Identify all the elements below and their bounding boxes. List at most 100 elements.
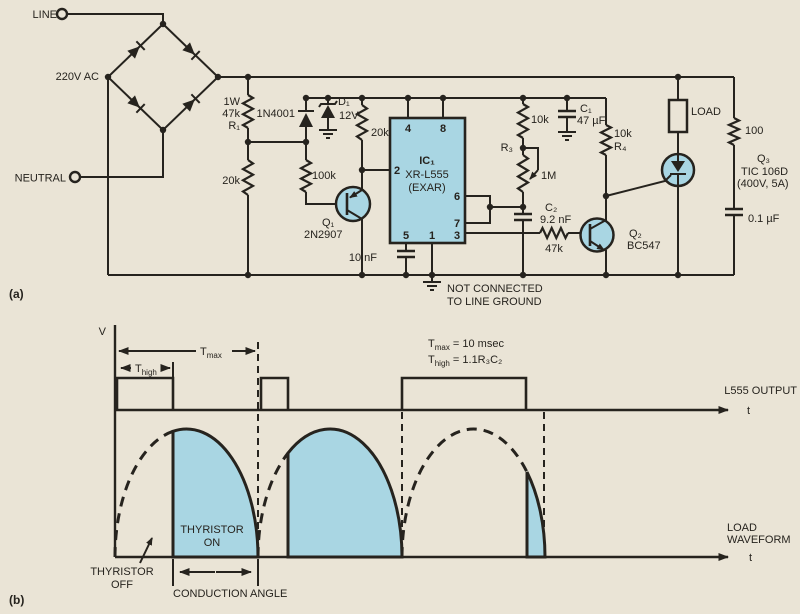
emitter-arrow: [589, 240, 605, 251]
terminal-circle: [68, 170, 82, 184]
resistor-r4: [598, 98, 614, 196]
hump1-dashed: [113, 429, 174, 558]
q1-part-label: 2N2907: [304, 229, 343, 241]
pin5-label: 5: [403, 230, 409, 242]
ic-name-label: IC₁: [419, 155, 435, 167]
pin8-label: 8: [440, 123, 446, 135]
load-waveform-label-line2: WAVEFORM: [727, 534, 791, 546]
transistor-q2: [579, 196, 615, 275]
thyristor-off-label-line1: THYRISTOR: [90, 566, 153, 578]
load-resistor: [667, 77, 689, 154]
neutral-label: NEUTRAL: [15, 173, 66, 185]
ic-maker-label: (EXAR): [408, 182, 445, 194]
tmax-dimension: Tmax: [118, 346, 256, 360]
hump3-conducting-fill: [525, 471, 547, 559]
ground-note-line1: NOT CONNECTED: [447, 283, 543, 295]
bridge-diode-icon: [127, 40, 146, 59]
bridge-diode-icon: [127, 95, 146, 114]
conduction-angle-label: CONDUCTION ANGLE: [173, 588, 287, 600]
pin4-label: 4: [405, 123, 412, 135]
r2-value-label: 20k: [222, 175, 240, 187]
pin1-label: 1: [429, 230, 435, 242]
transistor-q1: [334, 170, 372, 275]
thigh-dimension: Thigh: [120, 363, 171, 377]
ic-body: [388, 116, 467, 245]
thigh-arrow-label: Thigh: [135, 363, 157, 377]
q2-part-label: BC547: [627, 240, 661, 252]
load-waveform-label-line1: LOAD: [727, 522, 757, 534]
c2-value-label: 9.2 nF: [540, 214, 571, 226]
supply-rails: [107, 76, 734, 276]
panel-b-waveforms: Tmax Thigh Tmax = 10 msec Thigh = 1.1R₃C…: [9, 325, 797, 607]
v-axis-label: V: [99, 326, 107, 338]
c1-value-label: 47 µF: [577, 115, 606, 127]
d1-name-label: D₁: [338, 96, 350, 108]
thyristor-on-label-line2: ON: [204, 537, 221, 549]
ground-icon: [319, 129, 337, 139]
thyristor-on-label-line1: THYRISTOR: [180, 524, 243, 536]
pin3-label: 3: [454, 230, 460, 242]
hump1-conducting-fill: [171, 427, 260, 559]
r1-power-label: 1W: [224, 96, 241, 108]
snubber-cap-label: 0.1 µF: [748, 213, 780, 225]
ground-note-line2: TO LINE GROUND: [447, 296, 542, 308]
r47k-label: 47k: [545, 243, 563, 255]
q1-name-label: Q₁: [322, 217, 335, 229]
wiper-arrow: [529, 169, 539, 180]
r4-name-label: R₄: [614, 141, 627, 153]
ic-part-label: XR-L555: [405, 169, 448, 181]
resistor-20k-pullup: [354, 98, 390, 171]
r1-name-label: R₁: [228, 120, 240, 132]
hump2-conducting-fill: [286, 427, 404, 559]
line-terminal: [55, 7, 164, 24]
pullup-label: 20k: [371, 127, 389, 139]
panel-a-tag: (a): [9, 287, 24, 301]
pin6-label: 6: [454, 191, 460, 203]
rect-diode-label: 1N4001: [256, 108, 295, 120]
resistor-20k-lower: [240, 159, 256, 275]
junction-dots: [104, 20, 682, 279]
t-axis-label: t: [749, 552, 752, 564]
t-axis-label: t: [747, 405, 750, 417]
emitter-arrow: [349, 189, 363, 199]
q3-part-label: TIC 106D: [741, 166, 788, 178]
bridge-diode-icon: [182, 42, 201, 61]
thigh-formula: Thigh = 1.1R₃C₂: [428, 354, 502, 368]
line-label: LINE: [33, 9, 57, 21]
panel-a-circuit: LINE NEUTRAL 220V AC 1W 47k R₁ 20k 1N400…: [9, 7, 789, 308]
r1-value-label: 47k: [222, 108, 240, 120]
ground-icon: [423, 281, 441, 291]
panel-b-tag: (b): [9, 593, 24, 607]
c2-name-label: C₂: [545, 202, 557, 214]
timing-resistor-label: 10k: [531, 114, 549, 126]
transistor-body: [334, 185, 372, 223]
pot-name-label: R₃: [501, 142, 513, 154]
conduction-angle-dimension: [172, 559, 259, 586]
c1-name-label: C₁: [580, 103, 592, 115]
thyristor-q3: [605, 152, 696, 275]
snubber-branch: [725, 77, 743, 275]
load-waveform-humps: [113, 427, 547, 559]
d1-value-label: 12V: [339, 110, 359, 122]
r4-value-label: 10k: [614, 128, 632, 140]
q2-name-label: Q₂: [629, 228, 642, 240]
l555-output-pulses: [115, 376, 528, 410]
ac-source-label: 220V AC: [56, 71, 99, 83]
pin2-label: 2: [394, 165, 400, 177]
terminal-circle: [55, 7, 69, 21]
potentiometer-r3: [515, 147, 539, 207]
pot-value-label: 1M: [541, 170, 556, 182]
zener-d1: [318, 98, 338, 139]
thyristor-off-label-line2: OFF: [111, 579, 133, 591]
load-label: LOAD: [691, 106, 721, 118]
snubber-resistor-label: 100: [745, 125, 763, 137]
l555-output-label: L555 OUTPUT: [724, 385, 797, 397]
tmax-arrow-label: Tmax: [200, 346, 222, 360]
thyristor-off-leader: [139, 537, 153, 564]
pin5-cap-label: 10 nF: [349, 252, 377, 264]
pin7-label: 7: [454, 218, 460, 230]
bridge-diode-icon: [182, 93, 201, 112]
base-resistor-label: 100k: [312, 170, 336, 182]
